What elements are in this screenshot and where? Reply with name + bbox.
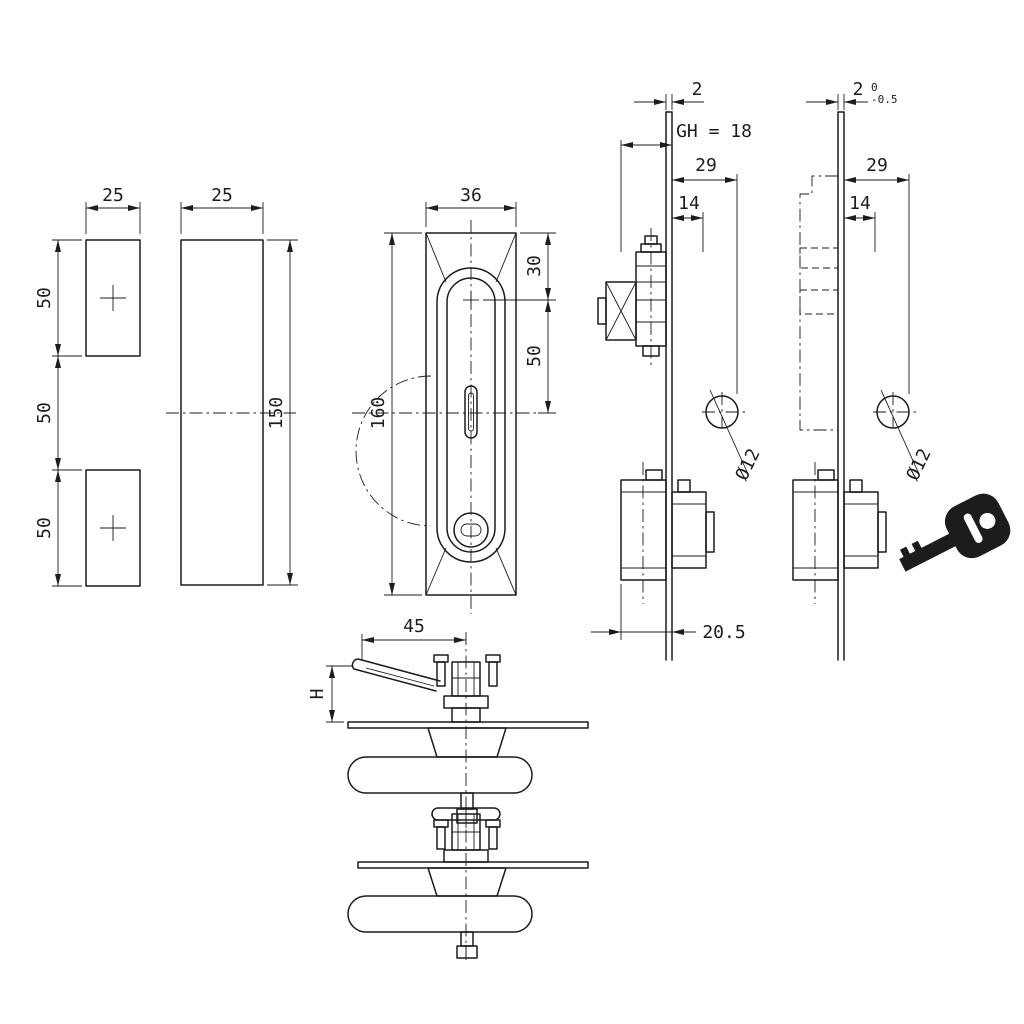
dim-cam-length: 45 (403, 616, 425, 637)
key-head (944, 493, 1011, 559)
dim-front-top: 30 (524, 255, 545, 277)
lock-housing-front (620, 479, 667, 581)
handle-swing-arc (355, 375, 432, 527)
lock-body2 (792, 462, 887, 604)
dim-side2-thickness: 2 (853, 79, 864, 100)
dim-hole-dia2: Ø12 (902, 445, 935, 483)
clamp-screw (597, 297, 607, 325)
view-cover-plate: 25 150 (166, 185, 298, 586)
dim-side-14: 14 (678, 193, 700, 214)
lock-housing-rear (671, 491, 707, 569)
door-plate-section2 (357, 861, 589, 869)
dim-front-width: 36 (460, 185, 482, 206)
dim-tol-lower: -0.5 (871, 93, 898, 106)
dim-gasket-h1: 50 (34, 287, 55, 309)
gasket-bottom (85, 469, 141, 587)
dim-front-mid: 50 (524, 345, 545, 367)
view-gasket-strips: 25 50 50 50 (34, 185, 141, 587)
cam-mechanism (597, 228, 667, 366)
view-top-open: 45 H (307, 616, 589, 828)
swing-handle-capsule (446, 277, 496, 553)
dim-gasket-gap: 50 (34, 402, 55, 424)
dim-gasket-width: 25 (102, 185, 124, 206)
dim-handle-height: H (307, 689, 328, 700)
housing-neck2 (427, 867, 507, 897)
view-side-mounted: Ø12 2 0 -0.5 29 14 (792, 79, 1011, 661)
hole-leader2 (880, 389, 920, 475)
dim-side2-14: 14 (849, 193, 871, 214)
dim-side2-29: 29 (866, 155, 888, 176)
handle-recess-capsule (436, 267, 506, 563)
spindle-end (456, 808, 478, 824)
key-hole (979, 512, 996, 529)
handle-lever (351, 658, 441, 692)
phantom-door-panel (799, 175, 839, 431)
hole-leader (709, 389, 749, 475)
cover-plate-outline (180, 239, 264, 586)
dim-plate-width: 25 (211, 185, 233, 206)
key (899, 493, 1011, 572)
cam-hub (433, 654, 501, 723)
dim-front-height: 160 (368, 397, 389, 430)
handle-capsule-top2 (347, 895, 533, 933)
view-top-closed (347, 806, 589, 964)
housing-neck (427, 727, 507, 758)
dim-body-depth: 20.5 (702, 622, 745, 643)
handle-capsule-top (347, 756, 533, 794)
door-plate-section (347, 721, 589, 729)
view-front: 36 30 50 160 (352, 185, 556, 614)
lock-body (620, 462, 715, 604)
dim-grip-height: GH = 18 (676, 121, 752, 142)
lock-housing2-front (792, 479, 839, 581)
dim-tol-upper: 0 (871, 81, 878, 94)
folded-handle-bar (431, 807, 501, 821)
dim-gasket-h2: 50 (34, 517, 55, 539)
key-shaft (899, 530, 963, 572)
spindle-end2 (456, 945, 478, 959)
dim-hole-dia: Ø12 (731, 445, 764, 483)
dim-side-thickness: 2 (692, 79, 703, 100)
lock-housing2-rear (843, 491, 879, 569)
view-side-cam: Ø12 2 GH = 18 29 14 (591, 79, 765, 661)
dim-plate-height: 150 (266, 397, 287, 430)
gasket-top (85, 239, 141, 357)
key-head-slot (963, 513, 983, 543)
dim-side-29: 29 (695, 155, 717, 176)
